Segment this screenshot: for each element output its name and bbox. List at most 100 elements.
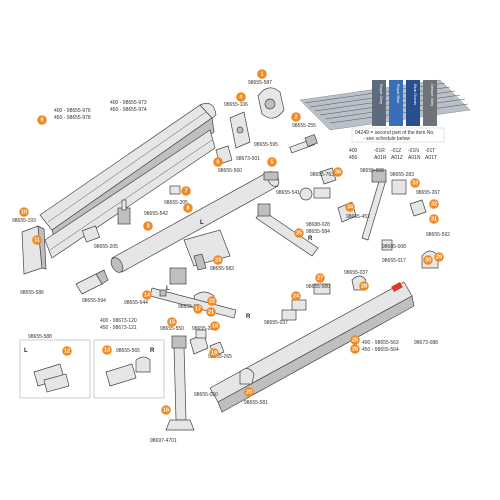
callout-number: 36 (335, 169, 341, 175)
callout-number: 29 (436, 254, 442, 260)
callout-number: 17 (195, 306, 201, 312)
side-marker-left: L (200, 220, 204, 226)
callout-number: 26 (352, 346, 358, 352)
callout-number: 1 (260, 71, 263, 77)
spring-shaft (289, 134, 318, 154)
callout-bubble (207, 296, 217, 306)
callout-number: 30 (425, 257, 431, 263)
callout-bubble (142, 290, 152, 300)
callout-bubble (315, 273, 325, 283)
schedule-code: -01N (408, 148, 419, 154)
callout-bubble (291, 291, 301, 301)
part-number: 98655-201 (192, 326, 216, 332)
callout-bubble (345, 202, 355, 212)
side-marker-right: R (308, 236, 313, 242)
side-marker-right: R (150, 348, 155, 354)
part-number: 98655-594 (82, 298, 106, 304)
part-number: 98655-588 (28, 334, 52, 340)
part-number: 98655-581 (244, 400, 268, 406)
left-support-leg (165, 335, 195, 431)
callout-number: 21 (208, 309, 214, 315)
part-number: 98655-452 (346, 214, 370, 220)
screw-14 (159, 289, 167, 297)
callout-bubble (267, 157, 277, 167)
part-number: 98673-001 (236, 156, 260, 162)
swatch-label-royal-grey: Royal Grey (379, 84, 384, 104)
schedule-code: A01Z (391, 155, 403, 161)
callout-number: 25 (352, 337, 358, 343)
schedule-code: A01T (425, 155, 437, 161)
schedule-size-450: 450 (349, 155, 358, 161)
callout-bubble (291, 112, 301, 122)
callout-bubble (102, 345, 112, 355)
callout-bubble (350, 335, 360, 345)
part-number: 400 - 98655-976 (54, 108, 91, 114)
part-number: 98655-580 (306, 284, 330, 290)
callout-bubble (244, 387, 254, 397)
callout-number: 23 (215, 257, 221, 263)
schedule-size-400: 400 (349, 148, 358, 154)
part-number: 98655-595 (254, 142, 278, 148)
swatch-royal-grey (372, 80, 386, 126)
part-number: 98655-02 (178, 304, 199, 310)
part-number: 400 - 98655-563 (362, 340, 399, 346)
callout-number: 2 (294, 114, 297, 120)
callout-bubble (193, 304, 203, 314)
schedule-code: -01T (425, 148, 435, 154)
part-number: 98655-193 (12, 218, 36, 224)
part-number: 450 - 98655-974 (110, 107, 147, 113)
callout-bubble (143, 221, 153, 231)
bracket-clip (117, 199, 131, 225)
callout-bubble (350, 344, 360, 354)
callout-bubble (161, 405, 171, 415)
part-number: 450 - 98655-564 (362, 347, 399, 353)
callout-bubble (410, 178, 420, 188)
callout-bubble (181, 186, 191, 196)
part-number: 98685-008 (382, 244, 406, 250)
callout-number: 20 (246, 389, 252, 395)
spring-5 (263, 171, 279, 181)
left-end-cap (21, 225, 47, 275)
part-number: 98673-088 (414, 340, 438, 346)
callout-bubble (209, 348, 219, 358)
part-number: 98655-037 (264, 320, 288, 326)
part-number: 98688-028 (306, 222, 330, 228)
side-marker-left: L (166, 286, 170, 292)
callout-number: 10 (21, 209, 27, 215)
callout-number: 18 (212, 323, 218, 329)
part-number: 98655-586 (20, 290, 44, 296)
callout-number: 15 (169, 319, 175, 325)
callout-number: 27 (317, 275, 323, 281)
part-number: 98655-560 (218, 168, 242, 174)
callout-bubble (37, 115, 47, 125)
front-lead-rail (209, 281, 415, 413)
callout-bubble (434, 252, 444, 262)
callout-number: 22 (209, 298, 215, 304)
part-number: 400 - 98673-120 (100, 318, 137, 324)
part-number: 98655-283 (390, 172, 414, 178)
part-number: 98655-583 (210, 266, 234, 272)
callout-bubble (213, 255, 223, 265)
callout-bubble (210, 321, 220, 331)
callout-number: 16 (163, 407, 169, 413)
part-number: 98655-017 (382, 258, 406, 264)
right-clip-32 (409, 199, 427, 217)
part-number: 98655-267 (416, 190, 440, 196)
part-number: 98655-205 (94, 244, 118, 250)
part-number: 98655-541 (276, 190, 300, 196)
part-number: 450 - 98655-978 (54, 115, 91, 121)
left-bracket-small (81, 225, 101, 243)
part-number: 98655-106 (224, 102, 248, 108)
part-number: 98655-265 (208, 354, 232, 360)
swatch-label-deluxe-grey: Deluxe Grey (430, 84, 435, 106)
side-marker-left: L (24, 348, 28, 354)
part-number-labels: 98655-587 98655-106 98655-255 98655-595 … (12, 80, 450, 444)
callout-number: 7 (184, 188, 187, 194)
bracket-36 (319, 167, 337, 185)
swatch-deluxe-grey (423, 80, 437, 126)
callout-number: 4 (239, 94, 243, 100)
callout-bubble (429, 199, 439, 209)
callout-bubble (236, 92, 246, 102)
